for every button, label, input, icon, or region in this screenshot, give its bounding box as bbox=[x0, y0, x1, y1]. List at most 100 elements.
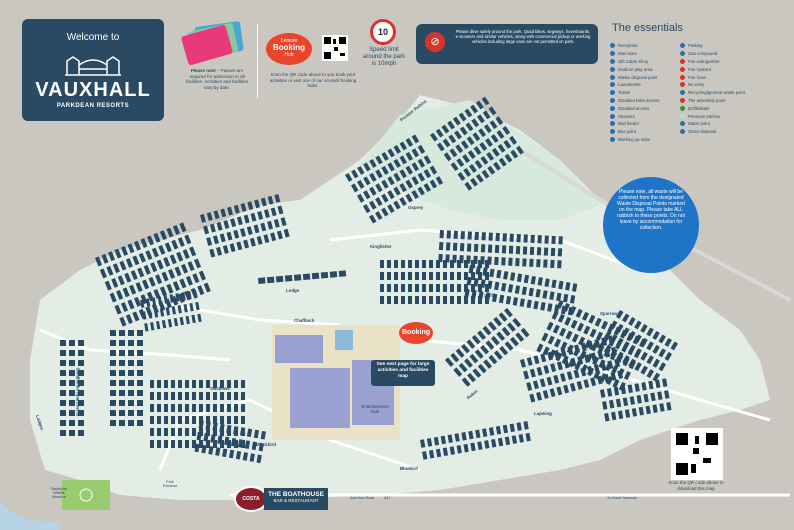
pitch bbox=[128, 370, 134, 376]
pitch bbox=[408, 260, 412, 268]
pitch bbox=[581, 311, 590, 321]
pitch bbox=[197, 313, 202, 323]
pitch bbox=[423, 169, 432, 179]
pitch bbox=[529, 393, 536, 403]
pitch bbox=[556, 361, 563, 371]
pitch bbox=[387, 148, 395, 158]
pitch bbox=[519, 298, 525, 307]
pitch bbox=[511, 435, 518, 444]
legend-label: Gift Cabin Shop bbox=[618, 58, 649, 64]
pitch bbox=[646, 327, 654, 337]
pitch bbox=[213, 416, 217, 424]
pitch bbox=[616, 323, 624, 333]
pitch bbox=[551, 279, 557, 289]
pitch-row bbox=[464, 265, 578, 316]
wildlife-meadow-label: Sandshire Wildlife Meadow bbox=[50, 487, 68, 499]
pitch-row bbox=[430, 96, 524, 191]
pitch bbox=[533, 300, 539, 310]
pitch bbox=[408, 284, 412, 292]
pitch bbox=[471, 284, 475, 292]
pitch bbox=[78, 360, 84, 366]
pitch bbox=[450, 296, 454, 304]
pitch bbox=[119, 390, 125, 396]
legend-label: Showers bbox=[618, 113, 635, 119]
download-qr-code[interactable] bbox=[671, 428, 723, 480]
pitch bbox=[203, 282, 211, 293]
legend-item: Fire hydrant bbox=[680, 65, 780, 73]
pitch bbox=[454, 433, 460, 442]
pitch bbox=[69, 410, 75, 416]
pitch bbox=[185, 416, 189, 424]
pitch bbox=[547, 303, 553, 312]
pitch bbox=[411, 162, 420, 172]
area-lapwing: Lapwing bbox=[534, 411, 552, 416]
pitch bbox=[622, 327, 630, 337]
pitch bbox=[408, 296, 412, 304]
pitch bbox=[492, 293, 498, 303]
booking-qr-code[interactable] bbox=[322, 35, 348, 61]
pitch bbox=[192, 440, 196, 448]
pitch bbox=[512, 297, 519, 306]
pitch bbox=[357, 166, 365, 175]
pitch bbox=[227, 416, 231, 424]
pitch bbox=[489, 120, 498, 130]
pitch bbox=[178, 416, 182, 424]
pitch bbox=[144, 323, 149, 332]
pitch bbox=[478, 272, 482, 280]
pitch bbox=[456, 445, 462, 454]
pitch bbox=[523, 370, 530, 380]
pitch bbox=[234, 404, 238, 412]
pitch bbox=[116, 290, 124, 300]
pitch bbox=[562, 302, 570, 312]
pitch bbox=[508, 245, 514, 254]
pitch bbox=[590, 377, 597, 387]
passes-note-text: – Passes are required for admission to a… bbox=[185, 68, 249, 90]
pitch bbox=[590, 352, 597, 362]
pitch bbox=[480, 256, 485, 265]
pitch bbox=[595, 331, 603, 341]
pitch-row bbox=[60, 340, 84, 436]
pitch bbox=[224, 436, 230, 446]
pitch bbox=[69, 380, 75, 386]
pitch bbox=[192, 428, 196, 436]
legend-symbol-icon bbox=[680, 66, 685, 72]
pitch-row bbox=[445, 307, 530, 387]
pitch bbox=[137, 350, 143, 356]
legend-item: Disabled toilet access bbox=[610, 97, 680, 105]
pitch bbox=[69, 350, 75, 356]
pitch bbox=[165, 307, 171, 316]
pitch bbox=[320, 271, 329, 279]
pitch bbox=[110, 330, 116, 336]
pitch bbox=[196, 431, 202, 441]
pitch bbox=[589, 328, 597, 338]
pitch bbox=[622, 355, 630, 365]
pitch bbox=[436, 142, 445, 152]
pitch bbox=[175, 293, 180, 302]
pitch bbox=[422, 284, 426, 292]
pitch bbox=[124, 272, 132, 283]
legend-label: Water point bbox=[688, 121, 710, 127]
legend-symbol-icon bbox=[610, 113, 615, 119]
pitch bbox=[69, 400, 75, 406]
pitch bbox=[491, 147, 500, 157]
pitch bbox=[467, 372, 476, 383]
pitch bbox=[457, 284, 461, 292]
pitch bbox=[634, 334, 642, 344]
pitch bbox=[457, 260, 461, 268]
pitch bbox=[497, 437, 504, 447]
pitch bbox=[435, 448, 442, 458]
pitch bbox=[150, 416, 154, 424]
legend-symbol-icon bbox=[680, 105, 685, 111]
pitch bbox=[178, 404, 182, 412]
pitch bbox=[523, 234, 528, 243]
pitch bbox=[250, 212, 257, 222]
pitch bbox=[423, 155, 432, 165]
pitch bbox=[474, 231, 479, 241]
pitch bbox=[206, 212, 213, 221]
area-bluebird: Bluebird bbox=[400, 466, 418, 471]
pitch bbox=[461, 377, 471, 387]
pitch bbox=[206, 404, 210, 412]
pitch bbox=[475, 173, 484, 183]
pitch bbox=[142, 279, 150, 290]
pitch bbox=[460, 140, 469, 150]
